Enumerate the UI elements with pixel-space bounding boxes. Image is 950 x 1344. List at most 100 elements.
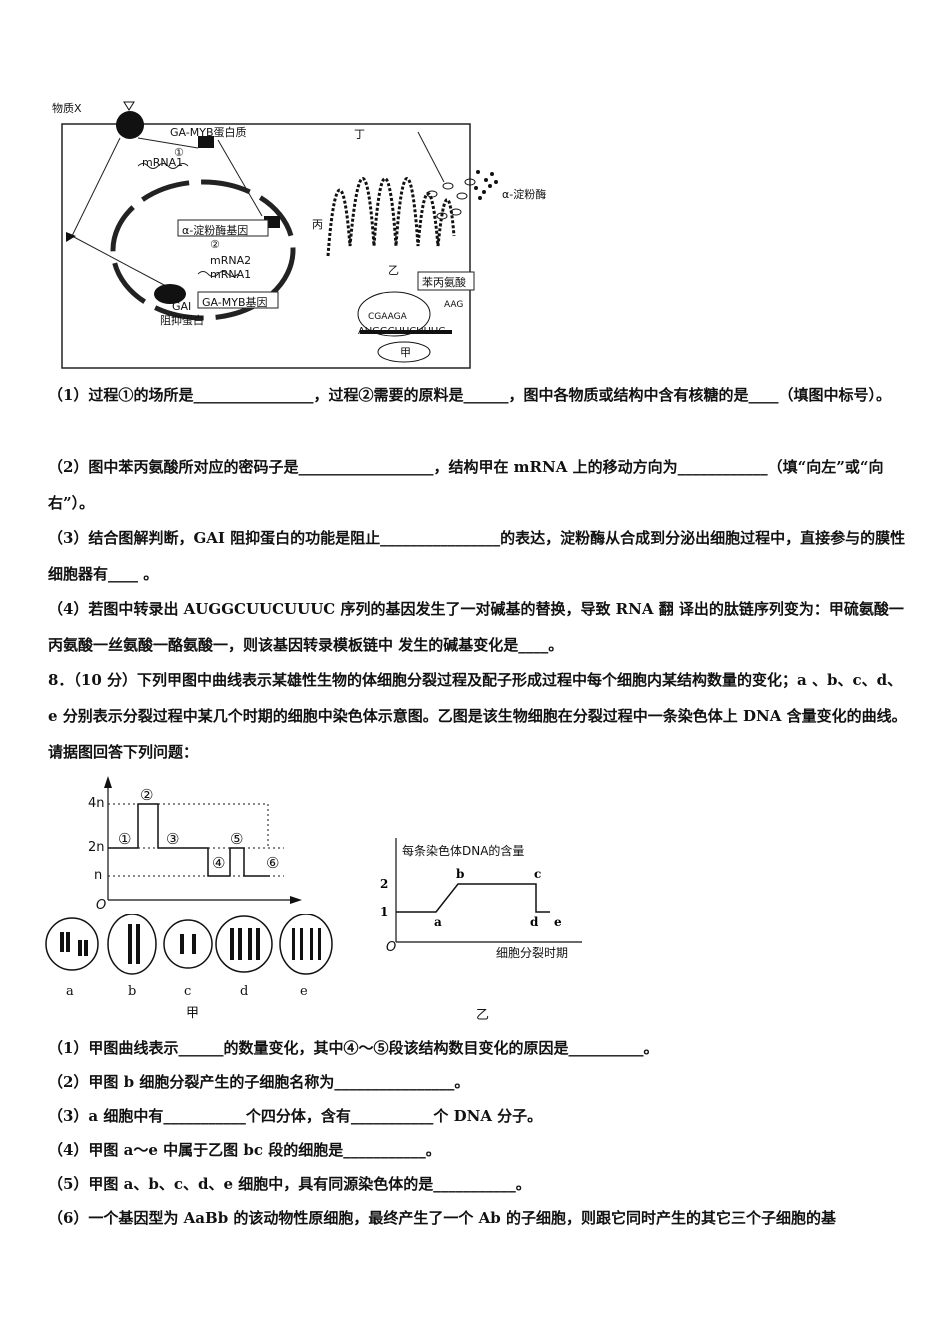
nucleus-membrane [110,179,296,321]
q8-s6: （6）一个基因型为 AaBb 的该动物性原细胞，最终产生了一个 Ab 的子细胞，… [48,1200,908,1236]
label-mrna1-b: mRNA1 [210,268,252,281]
q8-s3: （3）a 细胞中有___________个四分体，含有___________个 … [48,1098,908,1134]
cell-label-c: c [184,984,192,999]
yi-origin: O [386,940,397,955]
cell-label-e: e [300,984,308,999]
yi-point-label-c: c [534,867,541,881]
label-mrna1: mRNA1 [142,156,184,169]
q7-part2-text: （2）图中苯丙氨酸所对应的密码子是__________________，结构甲在… [48,458,884,512]
jia-y-n: n [94,868,103,883]
jia-y-4n: 4n [88,796,105,811]
label-gai-protein: 阻抑蛋白 [160,314,204,327]
label-mrna2: mRNA2 [210,254,252,267]
label-mrna-seq: AUGGCUUCUUUC [358,326,446,337]
jia-seg-3: ③ [166,830,180,848]
arrow-line [217,139,263,217]
jia-seg-4: ④ [212,854,226,872]
label-yi: 乙 [388,264,399,277]
ribosome-small [377,341,431,363]
q7-part2: （2）图中苯丙氨酸所对应的密码子是__________________，结构甲在… [48,449,908,521]
label-ding: 丁 [354,128,365,141]
label-phe: 苯丙氨酸 [422,276,466,289]
cell-e-outline [279,914,333,975]
jia-seg-6: ⑥ [266,854,280,872]
jia-seg-1: ① [118,830,132,848]
cell-d-outline [215,915,273,973]
label-gai: GAI [172,300,192,313]
q7-part3: （3）结合图解判断，GAI 阻抑蛋白的功能是阻止________________… [48,520,908,592]
yi-tick-label: 1 [380,905,388,919]
yi-series-line [396,883,550,913]
mrna-strand [360,330,452,334]
yi-point-label-a: a [434,915,442,929]
q8-s4-text: （4）甲图 a～e 中属于乙图 bc 段的细胞是___________。 [48,1141,441,1159]
label-aag: AAG [444,300,464,310]
cell-label-a: a [66,984,74,999]
gai-protein-shape [154,284,186,304]
cell-a-outline [45,917,99,971]
q7-part1-text: （1）过程①的场所是________________，过程②需要的原料是____… [48,386,891,404]
chart-yi-caption: 乙 [476,1008,490,1023]
q8-s2-text: （2）甲图 b 细胞分裂产生的子细胞名称为________________。 [48,1073,470,1091]
q7-part4: （4）若图中转录出 AUGGCUUCUUUC 序列的基因发生了一对碱基的替换，导… [48,591,908,663]
q7-part4-text: （4）若图中转录出 AUGGCUUCUUUC 序列的基因发生了一对碱基的替换，导… [48,600,904,654]
label-ga-myb-protein: GA-MYB蛋白质 [170,126,247,139]
er-membrane [326,177,456,257]
label-amylase-gene: α-淀粉酶基因 [182,224,249,237]
arrow-line [71,235,167,287]
jia-y-arrow [104,776,112,788]
yi-point-label-e: e [554,915,562,929]
jia-x-arrow [290,896,302,904]
jia-seg-5: ⑤ [230,830,244,848]
ribosome-large [357,291,431,337]
q8-s1: （1）甲图曲线表示______的数量变化，其中④～⑤段该结构数目变化的原因是__… [48,1030,908,1066]
label-bing: 丙 [312,218,323,231]
label-jia: 甲 [400,346,411,359]
jia-y-2n: 2n [88,840,105,855]
arrow-line [71,137,121,237]
jia-origin: O [96,898,107,913]
phe-box [417,271,475,291]
mrna1-squiggle [137,163,189,169]
cell-outline [61,123,471,369]
label-circle-1: ① [174,146,184,159]
label-amylase: α-淀粉酶 [502,188,547,201]
q8-intro: 8．（10 分）下列甲图中曲线表示某雄性生物的体细胞分裂过程及配子形成过程中每个… [48,662,908,770]
jia-seg-2: ② [140,786,154,804]
q8-s4: （4）甲图 a～e 中属于乙图 bc 段的细胞是___________。 [48,1132,908,1168]
cell-label-d: d [240,984,249,999]
arrow-line [137,137,199,149]
mrna2-squiggle [197,271,239,277]
ga-myb-protein-shape [198,136,214,148]
label-circle-2: ② [210,238,220,251]
amylase-gene-box [177,219,269,237]
label-ga-myb-gene: GA-MYB基因 [202,296,268,309]
substance-x-marker [123,101,135,111]
q8-s1-text: （1）甲图曲线表示______的数量变化，其中④～⑤段该结构数目变化的原因是__… [48,1039,659,1057]
figure-gene-expression: 物质X GA-MYB蛋白质 ① mRNA1 α-淀粉酶基因 ② mRNA2 mR… [52,96,558,372]
arrow-head [66,232,76,242]
label-substance-x: 物质X [52,102,82,115]
chart-jia-caption: 甲 [186,1006,200,1021]
jia-curve [108,803,270,877]
cell-c-outline [163,919,213,969]
yi-xlabel: 细胞分裂时期 [496,946,569,960]
yi-point-label-b: b [456,867,464,881]
yi-point-label-d: d [530,915,539,929]
q8-s3-text: （3）a 细胞中有___________个四分体，含有___________个 … [48,1107,543,1125]
yi-title: 每条染色体DNA的含量 [402,844,525,858]
q8-s5: （5）甲图 a、b、c、d、e 细胞中，具有同源染色体的是___________… [48,1166,908,1202]
cell-b-outline [107,914,157,975]
chart-jia: 4n 2n n O ① ② ③ ④ ⑤ ⑥ a b c d e 甲 [40,772,340,1022]
q8-intro-text: 8．（10 分）下列甲图中曲线表示某雄性生物的体细胞分裂过程及配子形成过程中每个… [48,671,907,761]
chromosome-marks [60,924,321,964]
q8-s6-text: （6）一个基因型为 AaBb 的该动物性原细胞，最终产生了一个 Ab 的子细胞，… [48,1209,836,1227]
gene-expression-diagram [61,101,498,369]
cells-row [45,914,333,975]
q8-s5-text: （5）甲图 a、b、c、d、e 细胞中，具有同源染色体的是___________… [48,1175,531,1193]
receptor-shape [116,111,144,139]
q7-part1: （1）过程①的场所是________________，过程②需要的原料是____… [48,377,908,413]
leader-line-ding [417,131,445,183]
jia-gridlines [108,803,284,877]
